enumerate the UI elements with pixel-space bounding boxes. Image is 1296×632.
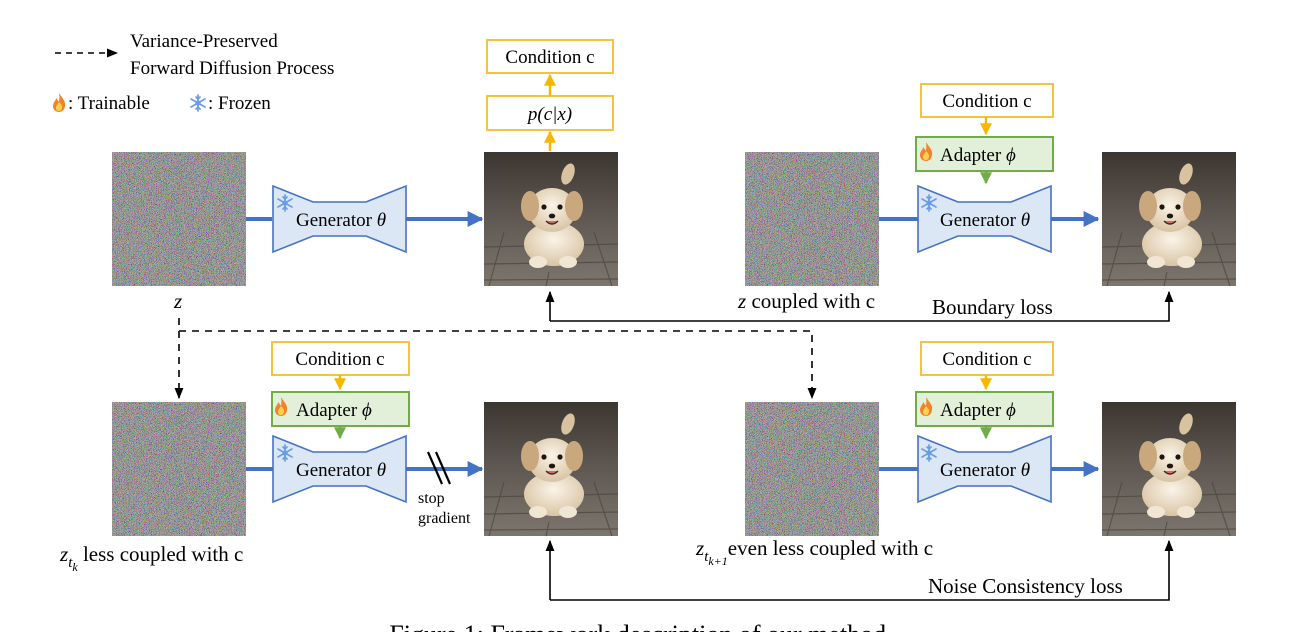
puppy-image bbox=[1101, 401, 1237, 537]
figure-caption: Figure 1: Framework description of our m… bbox=[389, 620, 892, 632]
condition-box bbox=[920, 83, 1054, 118]
noise-image-ztk bbox=[112, 402, 246, 536]
adapter-label: Adapter ϕ bbox=[940, 400, 1016, 421]
condition-box bbox=[271, 341, 410, 376]
condition-box bbox=[486, 39, 614, 74]
boundary-loss-label: Boundary loss bbox=[932, 295, 1053, 319]
adapter-box bbox=[271, 391, 410, 427]
legend: Variance-Preserved Forward Diffusion Pro… bbox=[53, 31, 334, 114]
generator-label: Generator θ bbox=[940, 460, 1030, 481]
adapter-label: Adapter ϕ bbox=[296, 400, 372, 421]
adapter-label: Adapter ϕ bbox=[940, 145, 1016, 166]
puppy-image bbox=[1101, 151, 1237, 287]
panel-bottom-right: Condition c Adapter ϕ Generator θ ztk+1e… bbox=[695, 341, 1237, 568]
adapter-box bbox=[915, 391, 1054, 427]
noise-image-ztk1 bbox=[745, 402, 879, 536]
z-coupled-label: z coupled with c bbox=[737, 289, 875, 313]
generator-label: Generator θ bbox=[296, 210, 386, 231]
stop-label-line2: gradient bbox=[418, 510, 471, 527]
puppy-image bbox=[483, 401, 619, 537]
puppy-image bbox=[483, 151, 619, 287]
noise-image-z bbox=[112, 152, 246, 286]
ztk-label: ztk less coupled with c bbox=[59, 542, 243, 574]
classifier-label: p(c|x) bbox=[526, 104, 572, 125]
generator-label: Generator θ bbox=[940, 210, 1030, 231]
ztk1-label: ztk+1even less coupled with c bbox=[695, 536, 933, 568]
legend-dashed-line1: Variance-Preserved bbox=[130, 31, 278, 52]
adapter-box bbox=[915, 136, 1054, 172]
legend-trainable: : Trainable bbox=[68, 93, 150, 114]
panel-top-left: Generator θ p(c|x) Condition c z bbox=[112, 39, 619, 313]
flame-icon bbox=[53, 93, 66, 112]
legend-frozen: : Frozen bbox=[208, 93, 271, 114]
panel-bottom-left: Condition c Adapter ϕ Generator θ stop g… bbox=[59, 341, 619, 574]
generator-label: Generator θ bbox=[296, 460, 386, 481]
noise-image-z-coupled bbox=[745, 152, 879, 286]
condition-label: Condition c bbox=[942, 91, 1031, 112]
legend-dashed-line2: Forward Diffusion Process bbox=[130, 58, 334, 79]
noise-consistency-loss-label: Noise Consistency loss bbox=[928, 574, 1123, 598]
boundary-loss-connector: Boundary loss bbox=[545, 290, 1174, 322]
condition-label: Condition c bbox=[505, 47, 594, 68]
classifier-box bbox=[486, 95, 614, 131]
panel-top-right: Condition c Adapter ϕ Generator θ z coup… bbox=[737, 83, 1237, 313]
condition-box bbox=[920, 341, 1054, 376]
snowflake-icon bbox=[190, 94, 206, 112]
z-label: z bbox=[173, 289, 182, 313]
stop-gradient-mark bbox=[426, 451, 452, 485]
noise-consistency-connector: Noise Consistency loss bbox=[545, 539, 1174, 601]
forward-diffusion-dashed bbox=[174, 318, 817, 400]
condition-label: Condition c bbox=[942, 349, 1031, 370]
condition-label: Condition c bbox=[295, 349, 384, 370]
stop-label-line1: stop bbox=[418, 490, 445, 507]
